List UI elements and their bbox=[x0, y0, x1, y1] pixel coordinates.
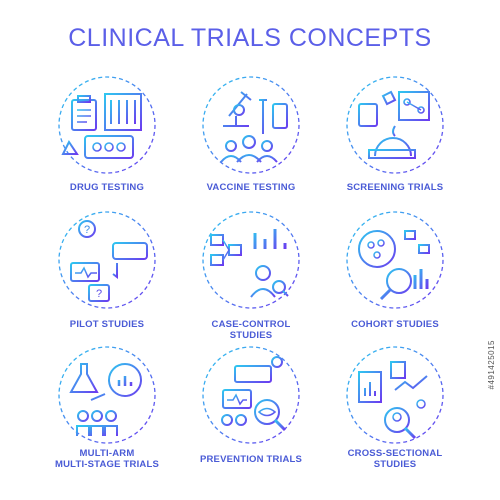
vaccine-testing-icon bbox=[191, 70, 311, 190]
multi-arm-trials-icon bbox=[47, 340, 167, 460]
page-title: CLINICAL TRIALS CONCEPTS bbox=[68, 24, 432, 52]
concept-label: SCREENING TRIALS bbox=[346, 182, 444, 193]
concept-label: PREVENTION TRIALS bbox=[199, 454, 303, 465]
case-control-studies-icon bbox=[191, 205, 311, 325]
screening-trials-icon bbox=[335, 70, 455, 190]
concept-label: DRUG TESTING bbox=[69, 182, 145, 193]
svg-text:?: ? bbox=[96, 288, 102, 300]
drug-testing-icon bbox=[47, 70, 167, 190]
concept-label: CROSS-SECTIONAL STUDIES bbox=[347, 448, 443, 470]
concept-label: PILOT STUDIES bbox=[69, 319, 145, 330]
concept-label: COHORT STUDIES bbox=[351, 319, 439, 330]
pilot-studies-icon: ? ? bbox=[47, 205, 167, 325]
cross-sectional-studies-icon bbox=[335, 340, 455, 460]
concept-label: VACCINE TESTING bbox=[206, 182, 296, 193]
cohort-studies-icon bbox=[335, 205, 455, 325]
prevention-trials-icon bbox=[191, 340, 311, 460]
svg-text:?: ? bbox=[84, 224, 90, 236]
concept-label: MULTI-ARM MULTI-STAGE TRIALS bbox=[54, 448, 160, 470]
stock-id-watermark: #491425015 bbox=[487, 340, 496, 390]
concept-label: CASE-CONTROL STUDIES bbox=[211, 319, 291, 341]
